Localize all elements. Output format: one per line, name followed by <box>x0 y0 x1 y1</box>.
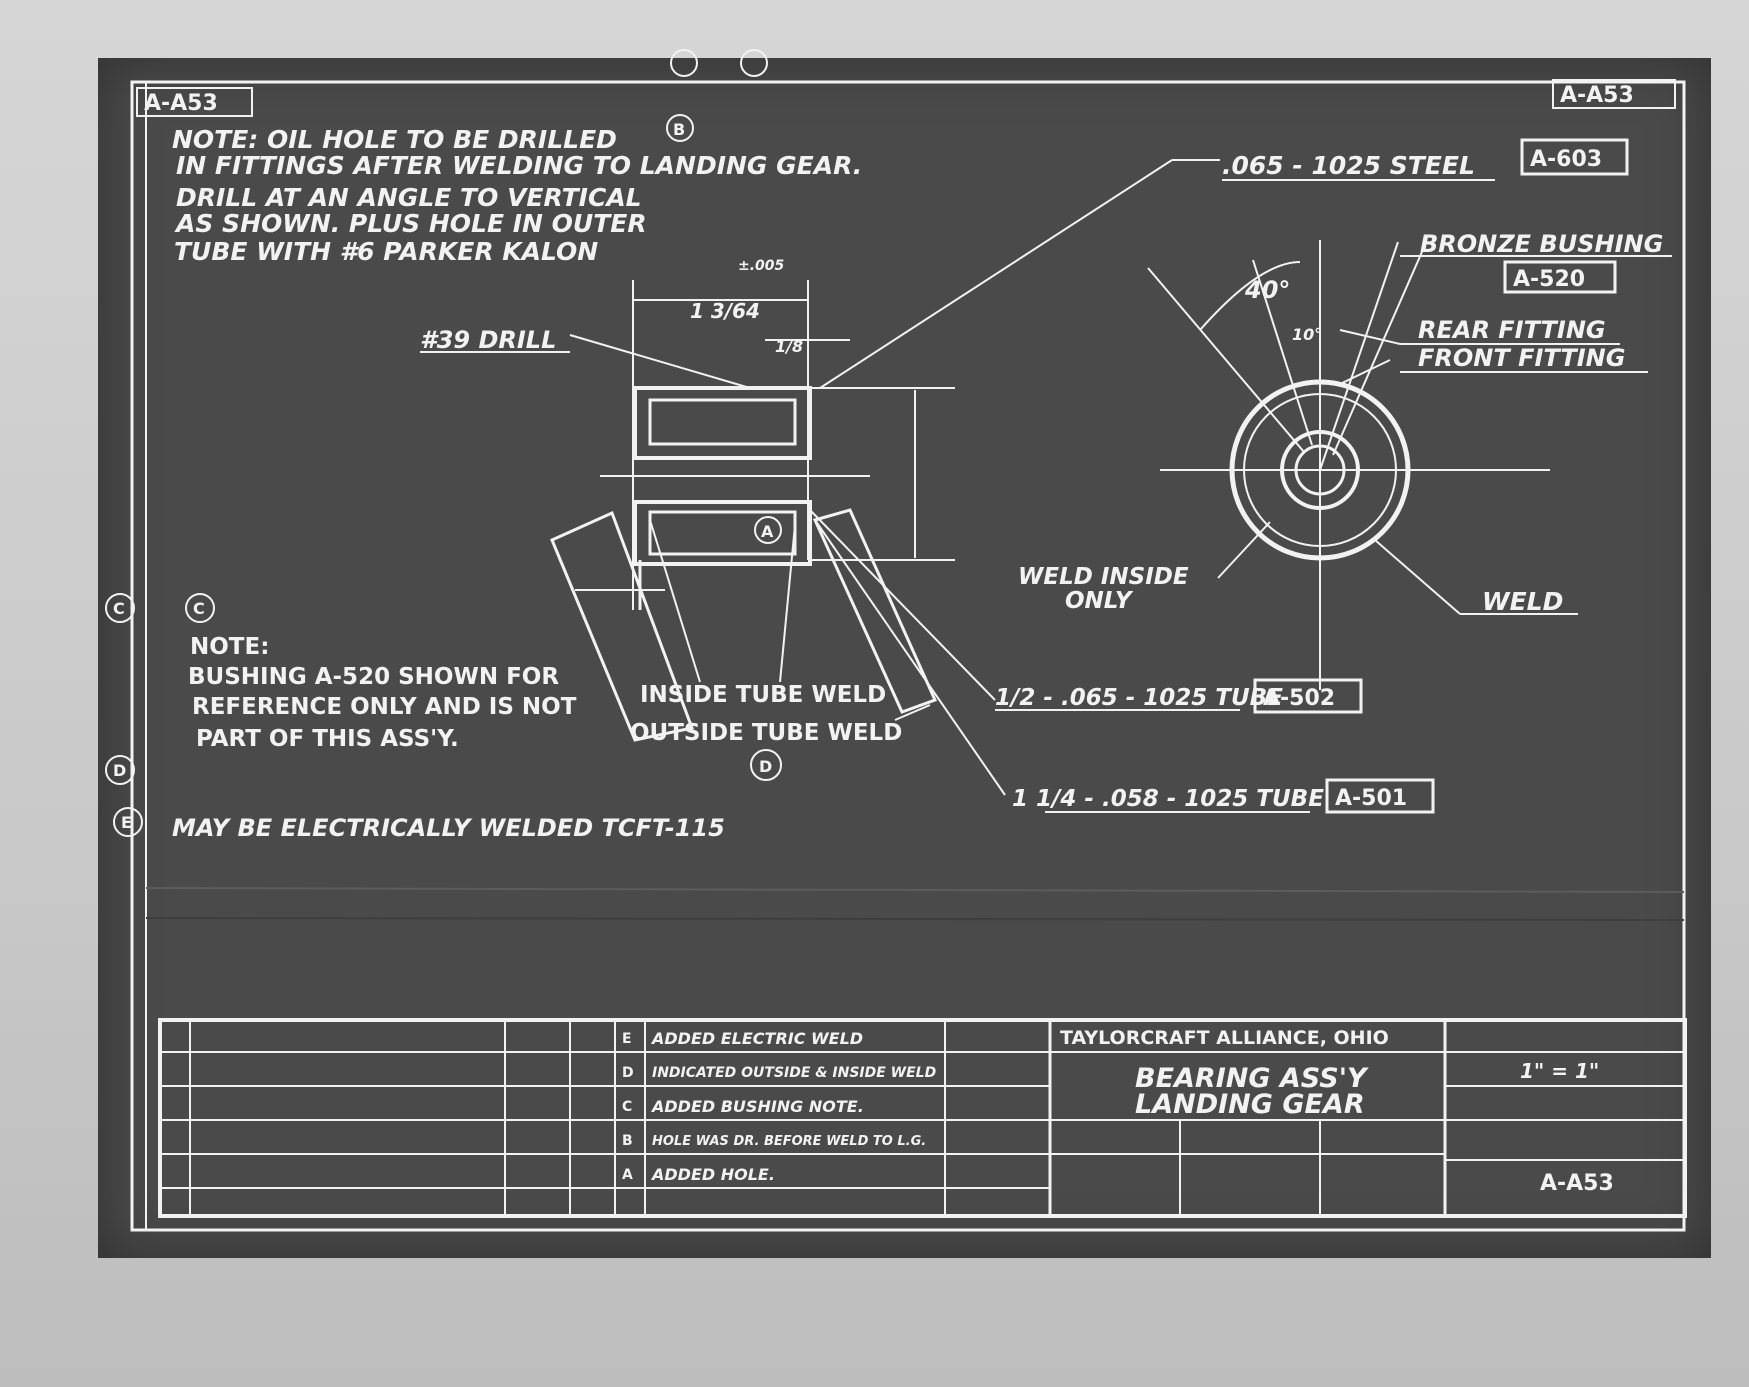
svg-text:AS SHOWN. PLUS HOLE IN OUTER: AS SHOWN. PLUS HOLE IN OUTER <box>174 209 647 238</box>
svg-text:C: C <box>113 599 125 618</box>
svg-text:DRILL AT AN ANGLE TO VERTICAL: DRILL AT AN ANGLE TO VERTICAL <box>176 183 642 212</box>
inside-tube-weld-label: INSIDE TUBE WELD <box>640 682 886 708</box>
weld-inside-only-label: ONLY <box>1065 588 1134 614</box>
marker-a-label: A <box>761 522 774 541</box>
rear-fitting-callout: REAR FITTING <box>1418 316 1606 344</box>
bronze-callout: BRONZE BUSHING <box>1420 230 1663 258</box>
drawing-number-right: A-A53 <box>1560 83 1634 108</box>
weld-callout: WELD <box>1482 587 1563 616</box>
svg-text:IN FITTINGS AFTER WELDING TO L: IN FITTINGS AFTER WELDING TO LANDING GEA… <box>176 151 862 180</box>
angle-10: 10° <box>1292 325 1322 344</box>
marker-c-left <box>105 593 135 623</box>
marker-b-note <box>666 114 694 142</box>
title-block <box>158 1018 1687 1218</box>
svg-text:NOTE:: NOTE: <box>190 634 269 660</box>
marker-c-note <box>185 593 215 623</box>
svg-text:D: D <box>622 1065 634 1081</box>
drawing-number-box-left <box>136 87 253 117</box>
svg-text:A: A <box>622 1167 633 1183</box>
tube1-callout: 1/2 - .065 - 1025 TUBE <box>995 685 1283 711</box>
marker-d-view <box>750 749 782 781</box>
steel-ref: A-603 <box>1530 147 1602 172</box>
svg-text:REFERENCE ONLY AND IS NOT: REFERENCE ONLY AND IS NOT <box>192 694 577 720</box>
drawing-title-2: LANDING GEAR <box>1135 1089 1365 1120</box>
drawing-title-1: BEARING ASS'Y <box>1135 1063 1369 1094</box>
marker-top-a <box>740 49 768 77</box>
svg-text:INDICATED OUTSIDE & INSIDE WEL: INDICATED OUTSIDE & INSIDE WELD <box>652 1065 936 1081</box>
marker-d-label: D <box>759 757 772 776</box>
marker-a-view <box>754 516 782 544</box>
front-fitting-callout: FRONT FITTING <box>1418 344 1625 372</box>
svg-text:NOTE: OIL HOLE TO BE DRILLED: NOTE: OIL HOLE TO BE DRILLED <box>172 125 617 154</box>
note-electric-weld: MAY BE ELECTRICALLY WELDED TCFT-115 <box>172 814 725 842</box>
svg-text:PART OF THIS ASS'Y.: PART OF THIS ASS'Y. <box>196 726 459 752</box>
svg-text:TUBE WITH #6 PARKER KALON: TUBE WITH #6 PARKER KALON <box>174 237 598 266</box>
weld-inside-label: WELD INSIDE <box>1018 564 1189 590</box>
marker-top-b <box>670 49 698 77</box>
drill-callout: #39 DRILL <box>420 326 556 354</box>
svg-text:E: E <box>121 813 132 832</box>
revision-list: E ADDED ELECTRIC WELD D INDICATED OUTSID… <box>622 1029 936 1184</box>
drawing-number-left: A-A53 <box>144 91 218 116</box>
svg-text:C: C <box>622 1099 632 1115</box>
company-name: TAYLORCRAFT ALLIANCE, OHIO <box>1060 1027 1389 1049</box>
svg-text:D: D <box>113 761 126 780</box>
svg-text:E: E <box>622 1031 632 1047</box>
outside-tube-weld-label: OUTSIDE TUBE WELD <box>630 720 902 746</box>
tube1-ref: A-502 <box>1263 686 1335 711</box>
svg-text:ADDED ELECTRIC WELD: ADDED ELECTRIC WELD <box>650 1029 863 1048</box>
bronze-ref: A-520 <box>1513 267 1585 292</box>
tolerance-label: ±.005 <box>738 258 785 274</box>
svg-text:B: B <box>622 1133 633 1149</box>
marker-b-label: B <box>673 120 685 139</box>
tube2-callout: 1 1/4 - .058 - 1025 TUBE <box>1012 786 1324 812</box>
tube2-ref: A-501 <box>1335 786 1407 811</box>
end-view <box>1147 240 1550 690</box>
angle-40: 40° <box>1244 276 1290 304</box>
scale-value: 1" = 1" <box>1520 1059 1599 1083</box>
marker-e-left <box>113 807 143 837</box>
svg-text:BUSHING A-520 SHOWN FOR: BUSHING A-520 SHOWN FOR <box>188 664 559 690</box>
drawing-number-box-right <box>1552 79 1676 109</box>
svg-text:C: C <box>193 599 205 618</box>
note-oil-hole: NOTE: OIL HOLE TO BE DRILLED IN FITTINGS… <box>172 125 862 266</box>
marker-d-left <box>105 755 135 785</box>
dim-small-label: 1/8 <box>775 337 803 356</box>
note-bushing: NOTE: BUSHING A-520 SHOWN FOR REFERENCE … <box>188 634 577 752</box>
border-frame <box>130 80 1686 1232</box>
svg-text:HOLE WAS DR. BEFORE WELD TO L.: HOLE WAS DR. BEFORE WELD TO L.G. <box>652 1134 926 1149</box>
svg-text:ADDED HOLE.: ADDED HOLE. <box>650 1165 775 1184</box>
section-view <box>550 280 955 742</box>
title-block-drawing-number: A-A53 <box>1540 1171 1614 1196</box>
svg-text:ADDED BUSHING NOTE.: ADDED BUSHING NOTE. <box>650 1097 864 1116</box>
dim-top-label: 1 3/64 <box>690 299 760 323</box>
steel-callout: .065 - 1025 STEEL <box>1222 151 1475 180</box>
blueprint-sheet <box>98 58 1711 1258</box>
